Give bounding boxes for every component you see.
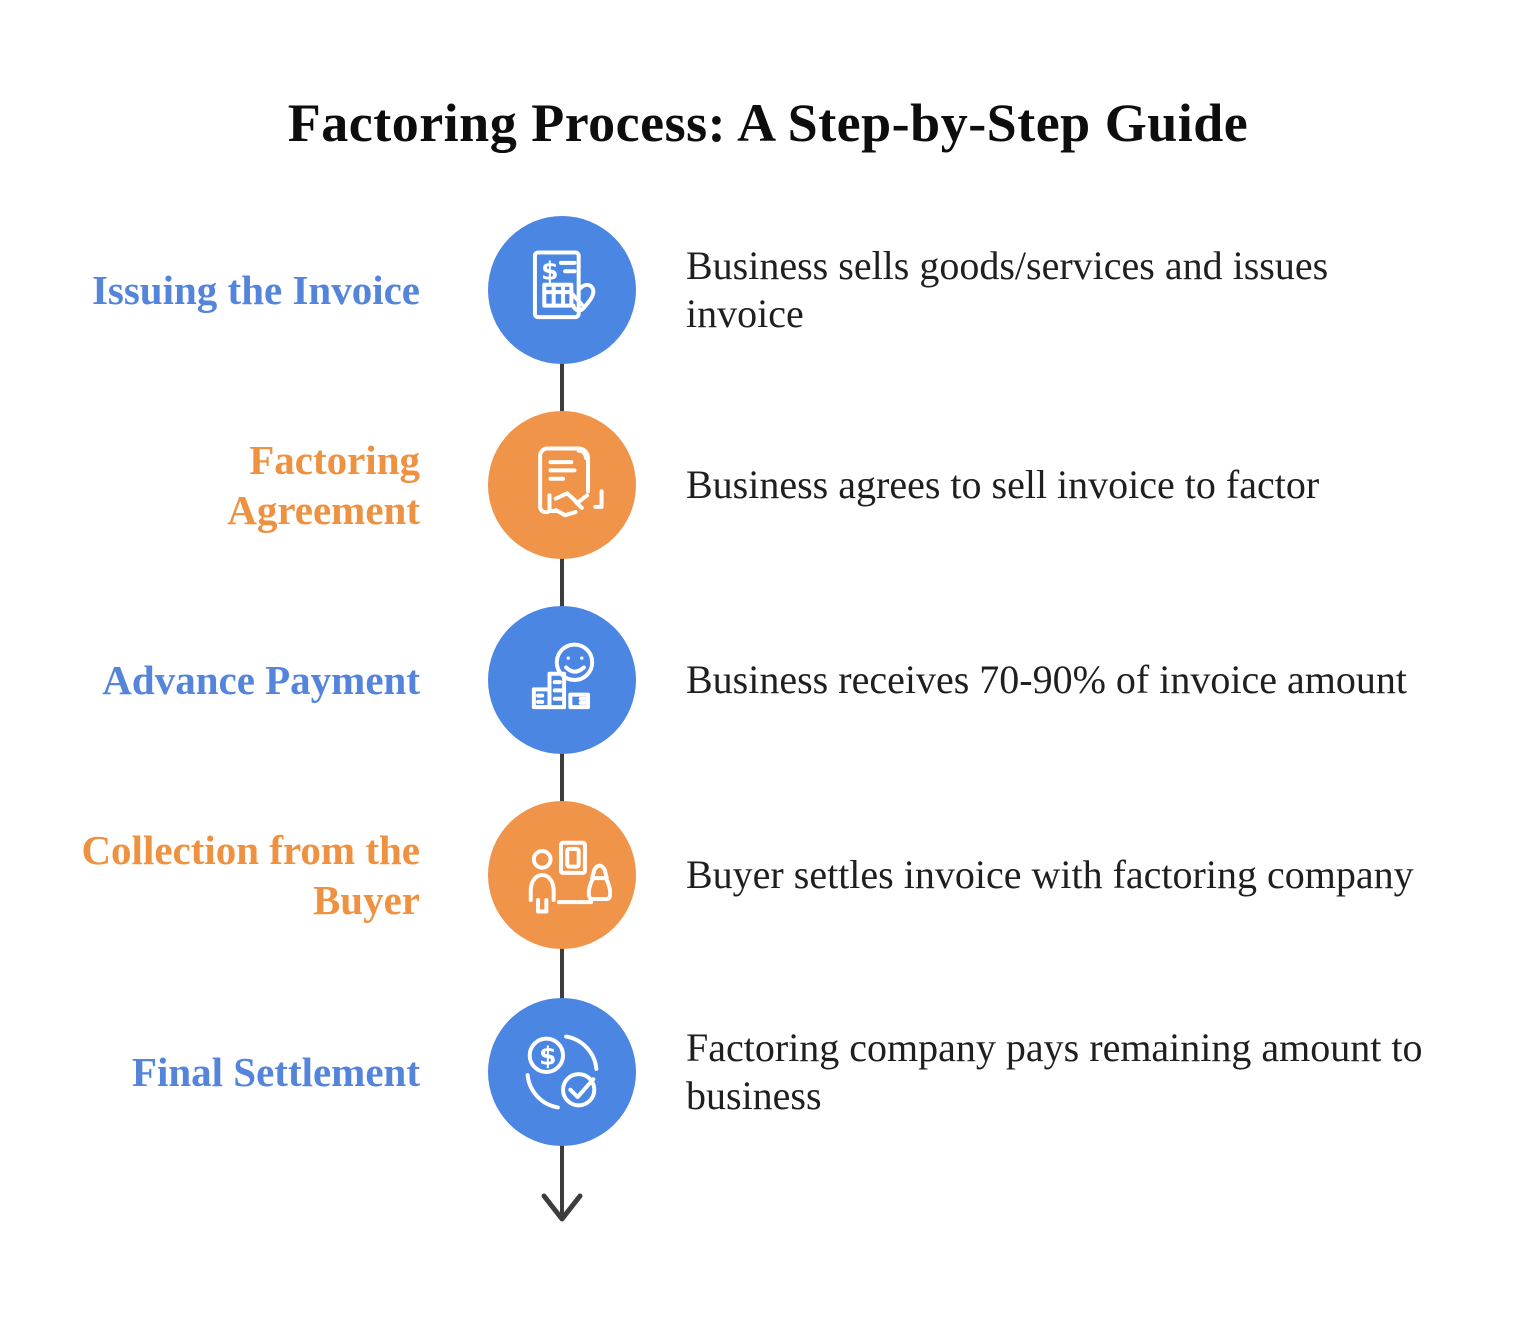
step-row-4: Collection from the Buyer Buyer settles … [0,801,1536,949]
step-icon-circle: $ [488,998,636,1146]
step-description: Business sells goods/services and issues… [686,243,1329,336]
step-icon-circle [488,606,636,754]
step-icon-circle: $ [488,216,636,364]
step-icon-circle [488,801,636,949]
buyer-payment-icon [512,825,612,925]
money-cycle-check-icon: $ [512,1022,612,1122]
step-row-3: Advance Payment Business receives 70-90%… [0,606,1536,754]
receipt-smiley-icon [512,630,612,730]
step-description: Business receives 70-90% of invoice amou… [686,657,1407,702]
step-label: Advance Payment [102,656,420,703]
step-label: Factoring Agreement [227,436,420,533]
step-row-5: Final Settlement $ Factoring company pay… [0,998,1536,1146]
step-label: Final Settlement [131,1048,420,1095]
step-icon-circle [488,411,636,559]
step-description: Business agrees to sell invoice to facto… [686,462,1320,507]
step-description: Factoring company pays remaining amount … [686,1025,1423,1118]
contract-handshake-icon [512,435,612,535]
svg-text:$: $ [539,1042,556,1071]
page-title: Factoring Process: A Step-by-Step Guide [287,93,1249,153]
invoice-hand-icon: $ [512,240,612,340]
down-arrow-icon [541,1193,583,1222]
svg-text:$: $ [541,257,558,286]
step-label: Issuing the Invoice [91,266,420,313]
step-label: Collection from the Buyer [81,826,420,923]
step-description: Buyer settles invoice with factoring com… [686,852,1414,897]
step-row-1: Issuing the Invoice $ Business sells goo… [0,216,1536,364]
step-row-2: Factoring Agreement Business agrees to s… [0,411,1536,559]
